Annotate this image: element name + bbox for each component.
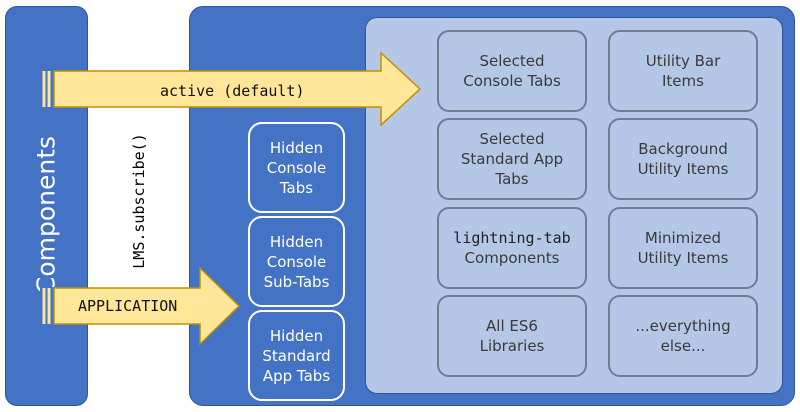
components-label: Components [31,135,61,295]
subscribe-label: LMS.subscribe() [130,133,148,269]
active-default-label: active (default) [160,82,305,100]
application-label: APPLICATION [78,297,178,315]
